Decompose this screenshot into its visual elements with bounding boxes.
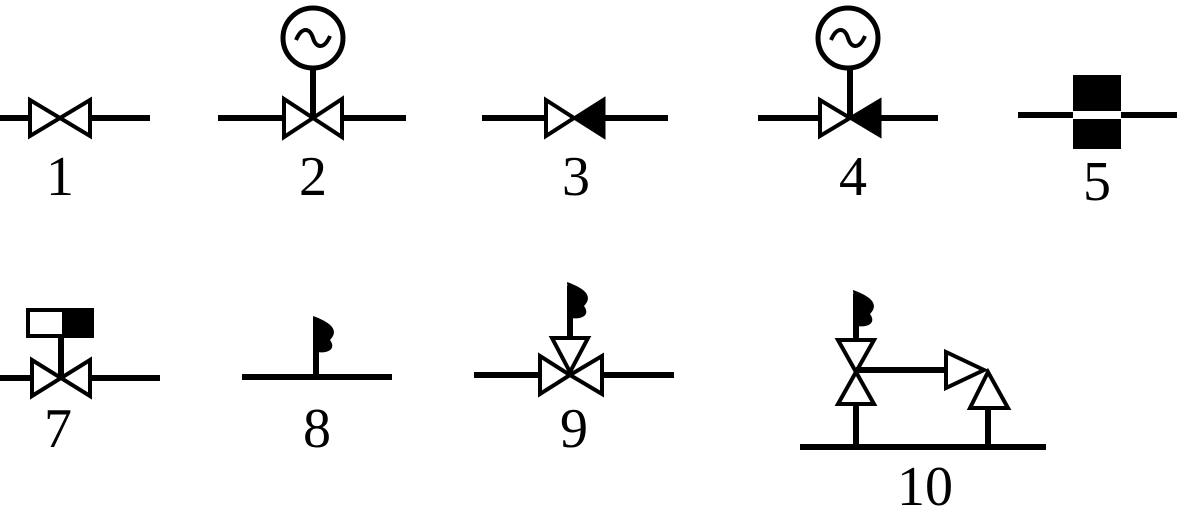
label-3: 3: [562, 146, 590, 208]
label-10: 10: [897, 456, 953, 510]
motor-operated-valve-icon: [218, 5, 406, 141]
flag-operated-valve-icon: [474, 282, 674, 398]
label-7: 7: [44, 398, 72, 460]
pilot-relief-valve-icon: [800, 290, 1046, 450]
label-9: 9: [560, 398, 588, 460]
check-valve-icon: [482, 96, 668, 140]
label-4: 4: [839, 146, 867, 208]
solenoid-valve-icon: [0, 308, 160, 400]
label-8: 8: [303, 398, 331, 460]
label-5: 5: [1083, 151, 1111, 213]
motor-operated-check-valve-icon: [758, 5, 938, 140]
label-1: 1: [46, 146, 74, 208]
flag-icon: [242, 316, 392, 380]
gate-valve-icon: [0, 96, 150, 140]
label-2: 2: [299, 146, 327, 208]
pipe-fitting-icon: [1018, 75, 1177, 149]
